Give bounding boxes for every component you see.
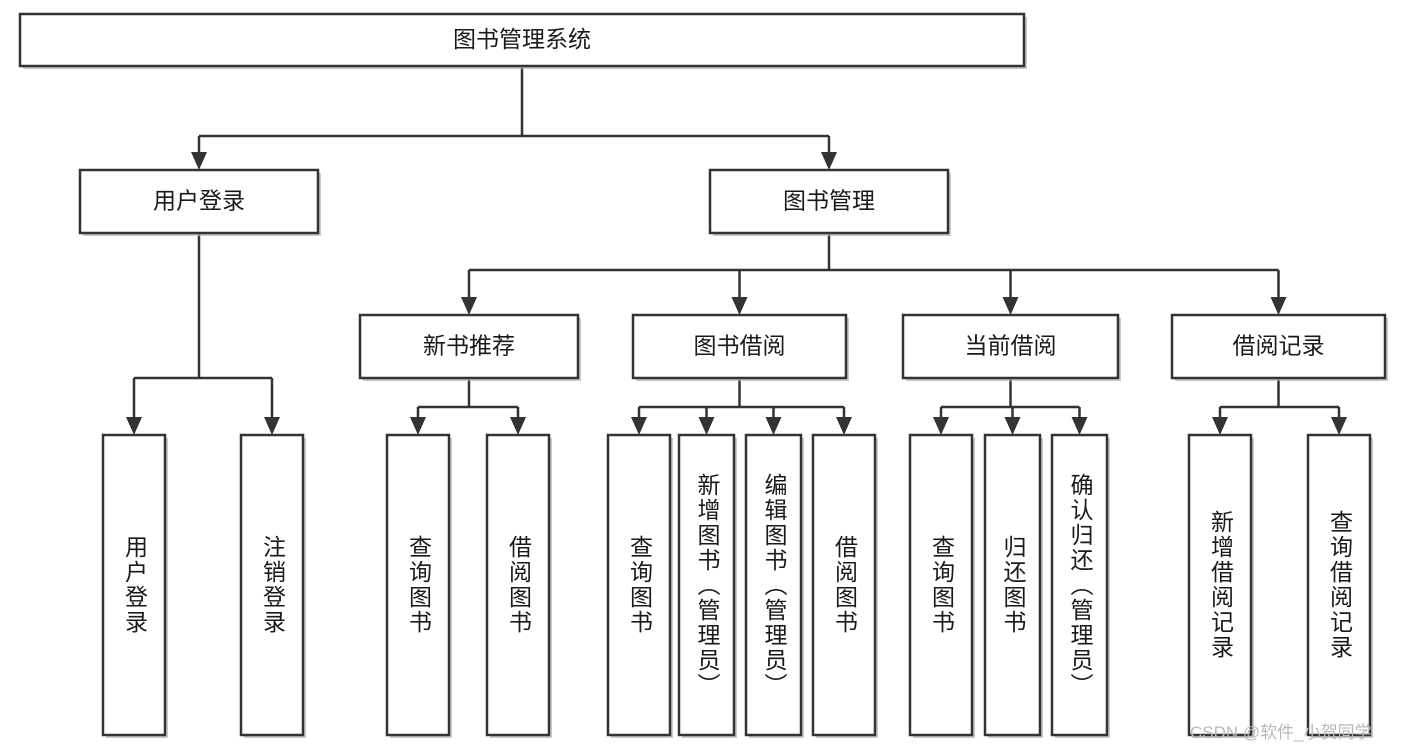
edge-current-borrow-leaf-confirm-return-admin-arrowhead [1071, 417, 1088, 435]
node-label-root: 图书管理系统 [453, 26, 591, 52]
node-label-book-manage: 图书管理 [783, 188, 875, 214]
node-box-current-borrow[interactable] [901, 313, 1120, 380]
node-box-leaf-return-book[interactable] [983, 433, 1042, 737]
node-box-leaf-borrow-book-recommend[interactable] [485, 433, 551, 737]
node-box-new-book-recommend[interactable] [358, 313, 580, 380]
node-box-leaf-edit-book-admin[interactable] [744, 433, 803, 737]
node-box-leaf-query-borrow-record[interactable] [1306, 433, 1372, 737]
edge-user-login-leaf-user-logout-arrowhead [264, 417, 280, 435]
node-box-leaf-user-login[interactable] [101, 433, 167, 737]
edge-bookmanage-borrow-record-arrowhead [1270, 297, 1287, 315]
node-box-leaf-query-book-borrow[interactable] [606, 433, 672, 737]
node-box-book-borrow[interactable] [631, 313, 848, 380]
node-box-root[interactable] [18, 12, 1026, 68]
node-box-leaf-confirm-return-admin[interactable] [1050, 433, 1109, 737]
edge-borrow-record-leaf-query-borrow-record-arrowhead [1331, 417, 1347, 435]
edge-bookmanage-book-borrow-arrowhead [731, 297, 748, 315]
edge-book-borrow-leaf-edit-book-admin-arrowhead [765, 417, 782, 435]
csdn-watermark: CSDN @软件_小贺同学 [1190, 723, 1372, 742]
edge-book-borrow-leaf-query-book-borrow-arrowhead [631, 417, 647, 435]
node-box-leaf-query-book-current[interactable] [908, 433, 974, 737]
edge-new-book-recommend-leaf-borrow-book-recommend-arrowhead [510, 417, 526, 435]
node-label-borrow-record: 借阅记录 [1233, 333, 1325, 359]
node-layer [18, 12, 1388, 738]
node-box-borrow-record[interactable] [1170, 313, 1387, 380]
node-box-book-manage[interactable] [708, 168, 950, 235]
node-box-user-login[interactable] [78, 168, 320, 235]
edge-root-book-manage-arrowhead [821, 152, 837, 170]
node-label-user-login: 用户登录 [153, 188, 245, 214]
node-label-current-borrow: 当前借阅 [965, 333, 1057, 359]
node-label-new-book-recommend: 新书推荐 [423, 333, 515, 359]
node-box-leaf-borrow-book-borrow[interactable] [811, 433, 877, 737]
edge-borrow-record-leaf-add-borrow-record-arrowhead [1212, 417, 1228, 435]
node-box-leaf-query-book-recommend[interactable] [385, 433, 451, 737]
edge-bookmanage-current-borrow-arrowhead [1002, 297, 1019, 315]
edge-user-login-leaf-user-login-arrowhead [126, 417, 142, 435]
edge-bookmanage-new-book-recommend-arrowhead [461, 297, 477, 315]
connector-layer [126, 66, 1347, 435]
edge-current-borrow-leaf-query-book-current-arrowhead [933, 417, 949, 435]
node-box-leaf-add-borrow-record[interactable] [1187, 433, 1253, 737]
edge-root-user-login-arrowhead [191, 152, 207, 170]
edge-book-borrow-leaf-add-book-admin-arrowhead [698, 417, 715, 435]
node-label-book-borrow: 图书借阅 [694, 333, 786, 359]
node-box-leaf-user-logout[interactable] [239, 433, 305, 737]
edge-new-book-recommend-leaf-query-book-recommend-arrowhead [410, 417, 426, 435]
edge-book-borrow-leaf-borrow-book-borrow-arrowhead [836, 417, 852, 435]
node-box-leaf-add-book-admin[interactable] [677, 433, 736, 737]
edge-current-borrow-leaf-return-book-arrowhead [1004, 417, 1021, 435]
